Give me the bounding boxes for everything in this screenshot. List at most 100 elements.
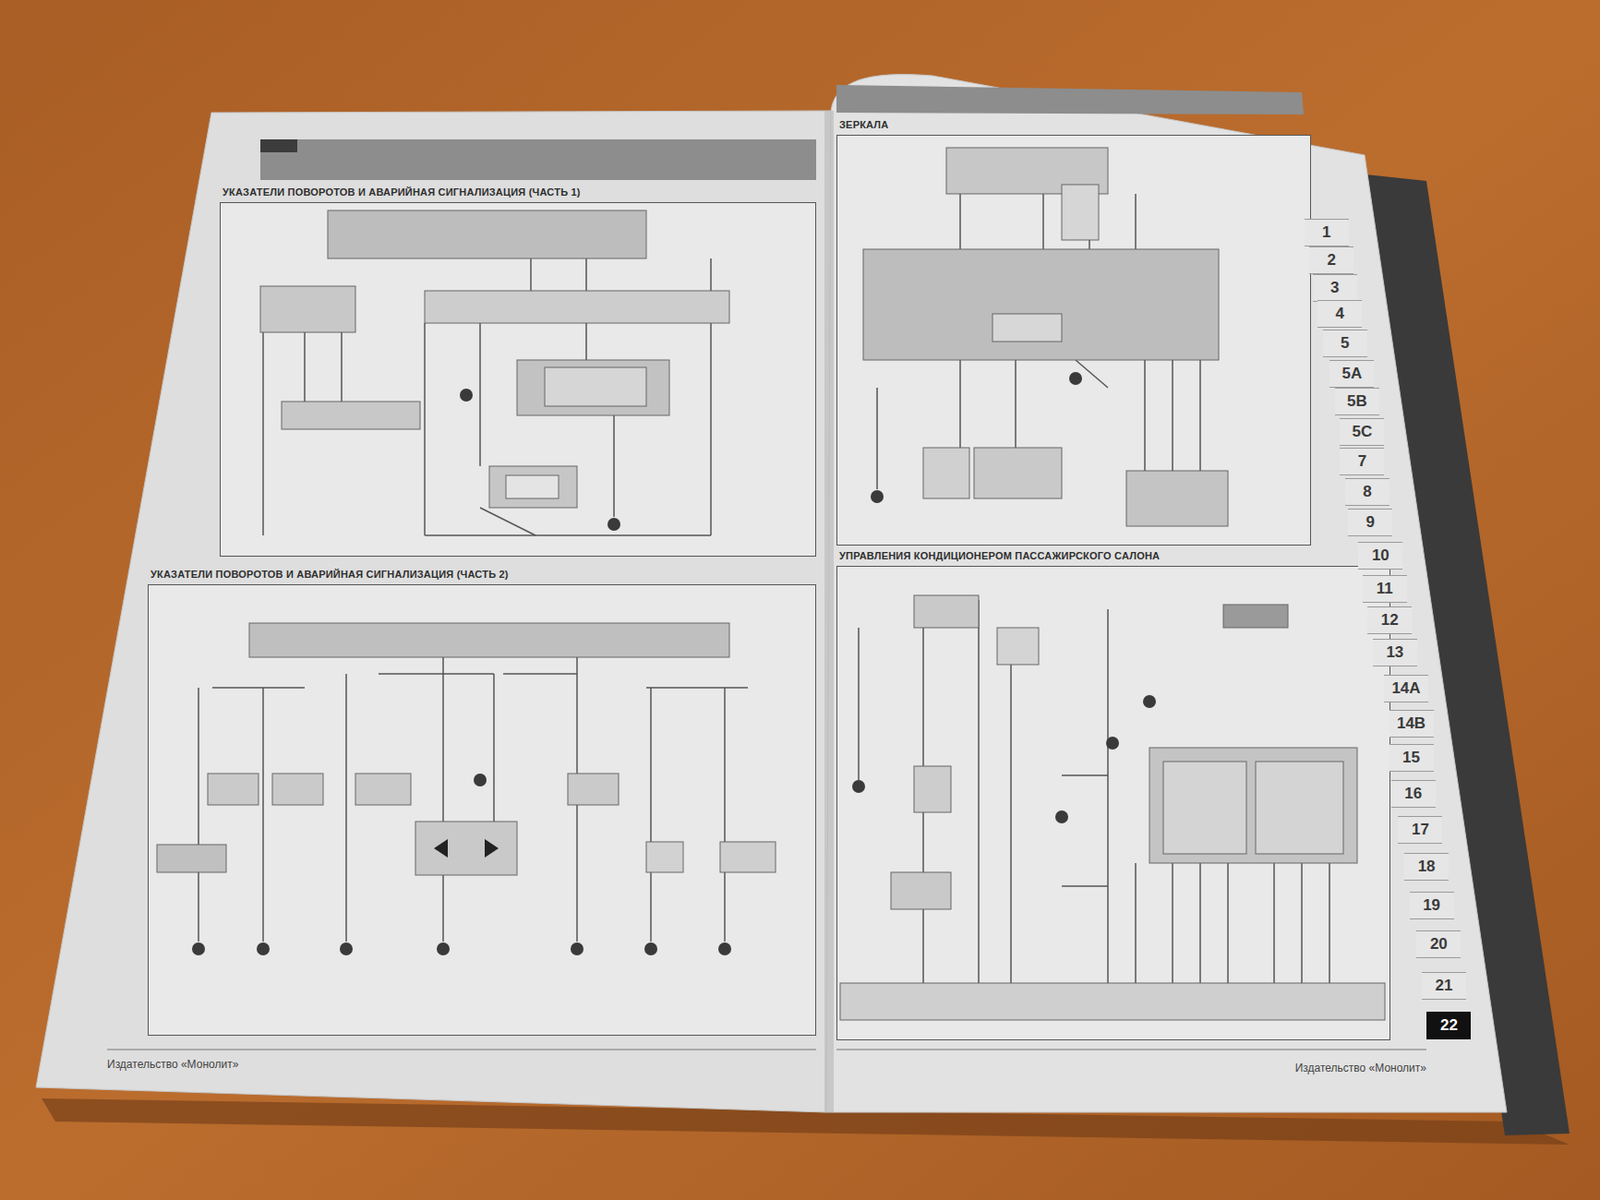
section-tab: 18 — [1404, 853, 1449, 881]
wire — [442, 657, 445, 942]
wire — [1061, 885, 1108, 888]
section-tab: 12 — [1367, 606, 1412, 635]
ground-symbol — [192, 942, 205, 956]
wire — [1171, 863, 1174, 984]
section-tab: 21 — [1421, 972, 1467, 1000]
section-tab: 15 — [1389, 744, 1434, 772]
wire — [378, 673, 494, 675]
ground-symbol — [1106, 736, 1119, 750]
diagram-title: ЗЕРКАЛА — [839, 119, 889, 131]
component-block — [923, 447, 970, 499]
section-tab: 9 — [1347, 508, 1393, 537]
wire — [503, 673, 578, 675]
wire — [922, 627, 925, 767]
wire — [1227, 863, 1229, 984]
wire — [480, 507, 536, 536]
wire — [1199, 360, 1202, 471]
book-spine-shadow — [824, 110, 834, 1113]
wire — [529, 258, 532, 291]
left-page — [36, 110, 831, 1113]
section-tab: 5 — [1323, 329, 1368, 358]
wire — [922, 812, 925, 873]
page-header-bar — [836, 84, 1304, 115]
component-block — [974, 447, 1062, 499]
tab-number: 15 — [1402, 748, 1420, 768]
ground-symbol — [1142, 695, 1156, 709]
component-block — [863, 249, 1219, 361]
section-tab: 5C — [1339, 418, 1384, 446]
wire — [212, 686, 305, 689]
tab-number: 1 — [1322, 223, 1331, 242]
section-tab: 14B — [1389, 709, 1434, 738]
tab-number: 21 — [1434, 976, 1453, 996]
component-block — [424, 290, 730, 324]
wire — [1014, 360, 1017, 448]
wire — [493, 673, 495, 822]
ground-symbol — [607, 517, 621, 531]
tab-number: 9 — [1366, 513, 1375, 532]
panel-ground — [836, 565, 1391, 1041]
wire — [424, 534, 711, 537]
wire — [1134, 863, 1137, 984]
component-block — [355, 773, 411, 806]
section-tab: 4 — [1317, 300, 1362, 328]
component-block — [914, 595, 979, 628]
section-tab: 2 — [1309, 246, 1354, 275]
section-tab: 8 — [1345, 478, 1390, 506]
tab-number: 5B — [1347, 392, 1368, 411]
footer-rule — [107, 1049, 817, 1051]
ground-symbol — [1055, 810, 1069, 824]
section-tab: 19 — [1409, 891, 1455, 920]
wire — [262, 687, 265, 942]
wire — [345, 673, 348, 942]
diagram-panel: УКАЗАТЕЛИ ПОВОРОТОВ И АВАРИЙНАЯ СИГНАЛИЗ… — [147, 584, 817, 1036]
component-block — [1126, 470, 1228, 527]
component-block — [517, 360, 670, 416]
component-block — [992, 313, 1062, 342]
tab-number: 11 — [1376, 579, 1394, 599]
wire — [857, 627, 860, 781]
component-block — [1061, 184, 1099, 241]
wire — [1273, 863, 1276, 984]
tab-number: 14A — [1391, 679, 1420, 698]
tab-number: 5C — [1352, 422, 1373, 442]
ground-symbol — [473, 773, 487, 787]
ground-symbol — [256, 942, 270, 956]
ground-symbol — [1069, 372, 1083, 385]
component-block — [914, 766, 951, 813]
tab-number: 10 — [1371, 546, 1390, 566]
diagram-panel: ЗЕРКАЛА — [836, 134, 1312, 546]
wire — [479, 323, 482, 467]
wiring-diagram — [840, 595, 1385, 1021]
diagram-title: УКАЗАТЕЛИ ПОВОРОТОВ И АВАРИЙНАЯ СИГНАЛИЗ… — [150, 568, 509, 580]
wire — [922, 909, 925, 984]
diagram-panel: УПРАВЛЕНИЯ КОНДИЦИОНЕРОМ ПАССАЖИРСКОГО С… — [836, 565, 1391, 1041]
ground-symbol — [339, 942, 353, 956]
ground-symbol — [644, 942, 658, 956]
tab-number: 5 — [1340, 334, 1349, 353]
wire — [977, 600, 980, 984]
component-block — [415, 821, 518, 876]
wire — [723, 687, 726, 942]
ground-symbol — [718, 942, 732, 956]
component-block — [890, 872, 951, 910]
wire — [197, 687, 200, 942]
wire — [1042, 193, 1045, 250]
wire — [1328, 863, 1331, 984]
component-block — [567, 773, 619, 806]
wire — [1134, 193, 1137, 250]
wire — [262, 332, 265, 536]
panel-ground — [219, 202, 817, 557]
section-tab: 5B — [1335, 387, 1380, 416]
tab-number: 3 — [1330, 278, 1339, 298]
component-block — [281, 401, 421, 430]
component-block — [997, 627, 1039, 665]
tab-number: 2 — [1327, 251, 1336, 270]
header-logo — [260, 139, 298, 153]
section-tab: 14A — [1383, 674, 1429, 703]
wire — [613, 415, 615, 518]
component-block — [1163, 761, 1247, 855]
